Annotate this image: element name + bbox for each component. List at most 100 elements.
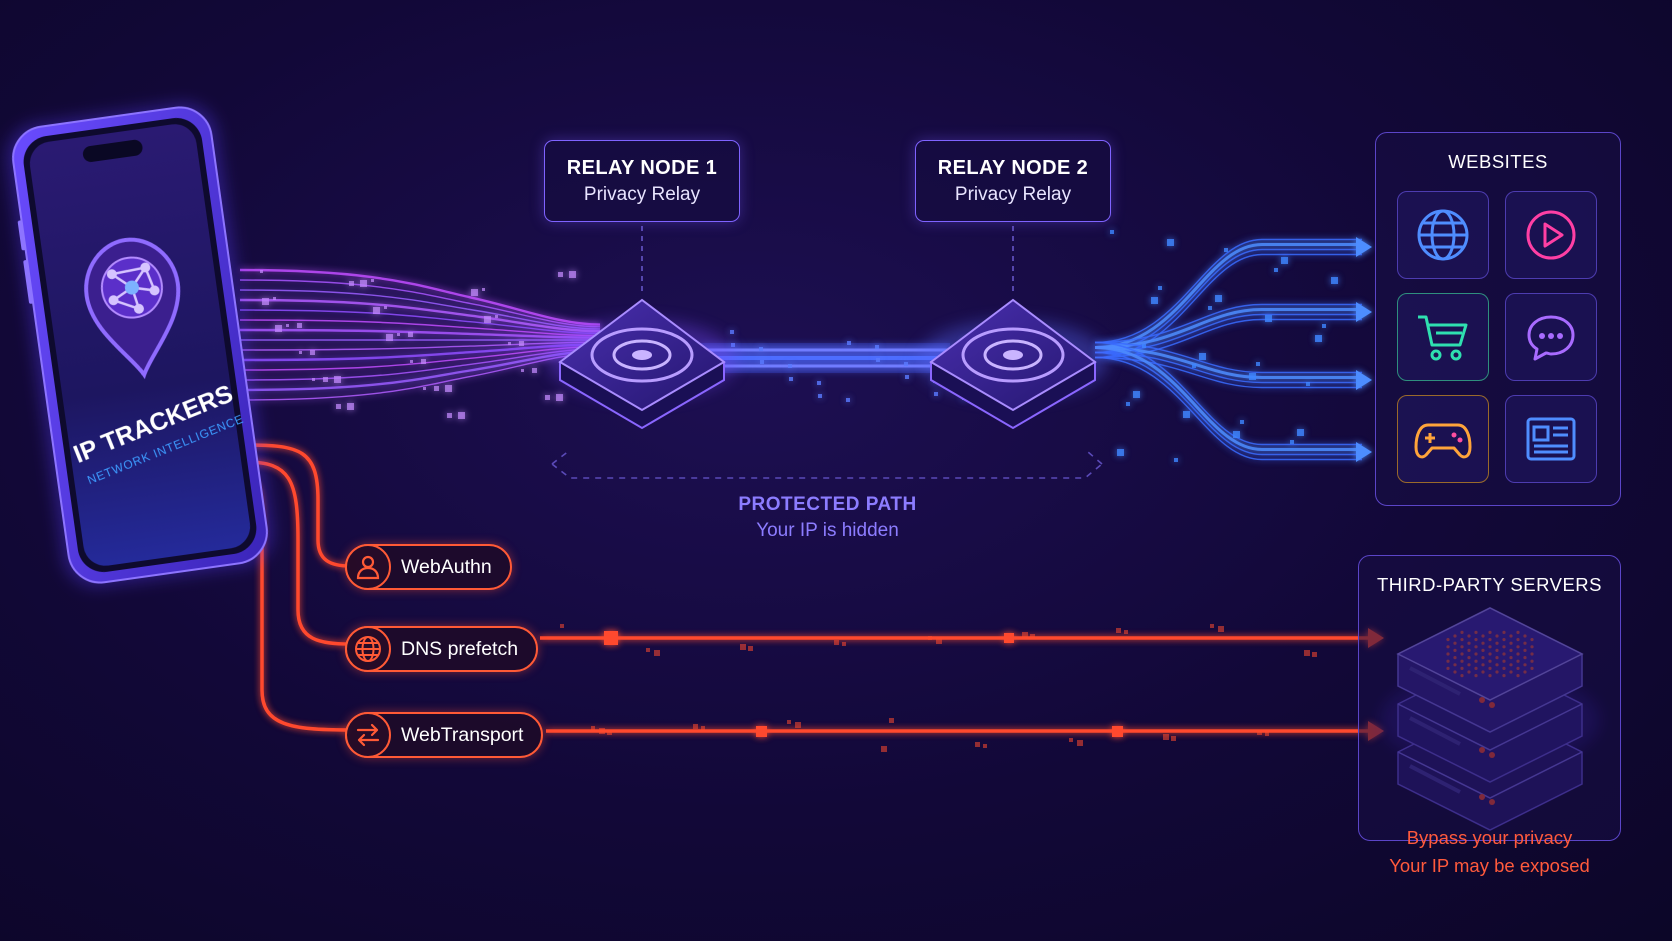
website-tile-video [1505, 191, 1597, 279]
warning-ip-exposed: Your IP may be exposed [1389, 855, 1590, 876]
blue-stream-line [1094, 318, 1362, 359]
leak-webauthn: WebAuthn [345, 544, 512, 590]
purple-particle [386, 334, 393, 341]
blue-particle [1142, 344, 1146, 348]
blue-particle [1174, 458, 1178, 462]
purple-particle [495, 315, 498, 318]
purple-particle [484, 316, 491, 323]
purple-stream-line [239, 279, 601, 328]
protected-path-title: PROTECTED PATH [738, 494, 917, 515]
blue-stream-line [1094, 243, 1362, 349]
website-tile-shop [1397, 293, 1489, 381]
red-particle [740, 644, 746, 650]
blue-particle [1306, 382, 1310, 386]
blue-particle [1281, 257, 1288, 264]
blue-stream-line [1094, 351, 1362, 456]
red-particle [748, 646, 753, 651]
globe-icon [1417, 209, 1469, 261]
blue-particle [1249, 373, 1256, 380]
purple-particle [349, 281, 354, 286]
purple-particle [545, 395, 550, 400]
blue-particle [788, 364, 792, 368]
relay-node-2-subtitle: Privacy Relay [954, 183, 1072, 205]
purple-particle [482, 288, 485, 291]
purple-particle [408, 332, 413, 337]
red-particle [975, 742, 980, 747]
blue-particle [1240, 420, 1244, 424]
red-particle [1116, 628, 1121, 633]
play-icon [1526, 210, 1576, 260]
blue-particle [818, 394, 822, 398]
blue-stream-line [1094, 351, 1362, 384]
blue-particle [1265, 315, 1272, 322]
blue-particle [1133, 391, 1140, 398]
protected-path-bracket [551, 449, 1103, 479]
purple-particle [556, 394, 563, 401]
blue-stream-line [1094, 303, 1362, 344]
relay-link-stream [700, 343, 950, 373]
purple-stream-line [239, 319, 601, 337]
red-particle [842, 642, 846, 646]
user-icon [345, 544, 391, 590]
protected-path-caption: PROTECTED PATH Your IP is hidden [700, 494, 955, 542]
red-particle [1069, 738, 1073, 742]
gamepad-icon [1414, 423, 1472, 459]
purple-particle [421, 359, 426, 364]
arrow-head [1356, 370, 1372, 390]
third-party-warning: Bypass your privacy Your IP may be expos… [1358, 824, 1621, 880]
red-particle [646, 648, 650, 652]
relay-node-2-label: RELAY NODE 2 Privacy Relay [915, 140, 1111, 222]
purple-particle [434, 386, 439, 391]
blue-particle [817, 381, 821, 385]
swap-arrows-icon [345, 712, 391, 758]
purple-particle [410, 360, 413, 363]
blue-particle [1315, 335, 1322, 342]
blue-particle [1256, 362, 1260, 366]
purple-particle [569, 271, 576, 278]
third-party-title: THIRD-PARTY SERVERS [1376, 574, 1603, 595]
blue-particle [1297, 429, 1304, 436]
relay-node-2-icon [918, 298, 1108, 430]
blue-particle [1126, 402, 1130, 406]
red-particle [1030, 634, 1035, 639]
cart-icon [1418, 315, 1468, 361]
purple-particle [323, 377, 328, 382]
blue-particle [1199, 353, 1206, 360]
news-icon [1526, 417, 1576, 461]
purple-particle [310, 350, 315, 355]
blue-particle [876, 358, 880, 362]
blue-particle [875, 345, 879, 349]
blue-particle [1110, 230, 1114, 234]
purple-particle [508, 342, 511, 345]
blue-particle [905, 375, 909, 379]
purple-stream-line [239, 289, 601, 330]
blue-stream-line [1094, 238, 1362, 344]
website-tile-globe [1397, 191, 1489, 279]
purple-particle [521, 369, 524, 372]
red-particle [936, 638, 942, 644]
blue-particle [1151, 297, 1158, 304]
relay-node-1-subtitle: Privacy Relay [583, 183, 701, 205]
third-party-panel: THIRD-PARTY SERVERS [1358, 555, 1621, 841]
blue-stream-line [1094, 313, 1362, 354]
blue-particle [1322, 324, 1326, 328]
red-particle [1312, 652, 1317, 657]
red-particle [1163, 734, 1169, 740]
red-particle [881, 746, 887, 752]
relay-node-1-icon [547, 298, 737, 430]
red-particle [607, 730, 612, 735]
phone-device: IP TRACKERS NETWORK INTELLIGENCE [6, 102, 274, 588]
relay-node-2-title: RELAY NODE 2 [937, 156, 1089, 179]
website-tile-games [1397, 395, 1489, 483]
blue-stream-line [1094, 356, 1362, 389]
red-particle [1304, 650, 1310, 656]
leak-dns-prefetch: DNS prefetch [345, 626, 539, 672]
red-particle [591, 726, 595, 730]
blue-stream-line [1094, 341, 1362, 374]
purple-particle [260, 270, 263, 273]
leak-stream-webauthn [245, 443, 351, 568]
red-particle [1218, 626, 1224, 632]
blue-particle [847, 341, 851, 345]
websites-title: WEBSITES [1448, 151, 1548, 172]
blue-particle [730, 330, 734, 334]
